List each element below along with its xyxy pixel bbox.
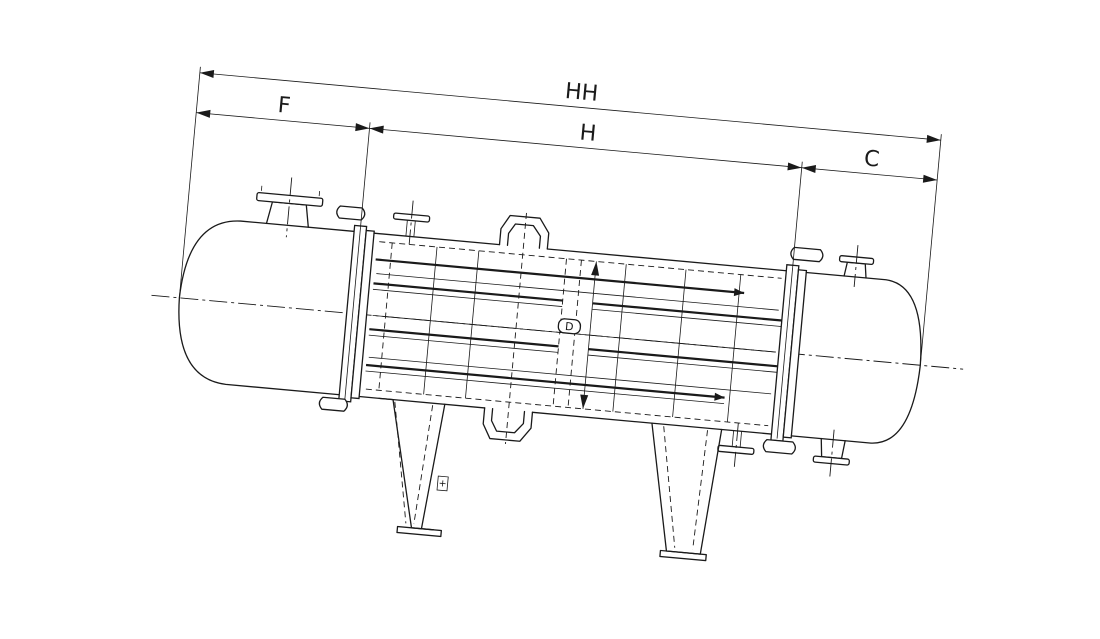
dim-label-d: D xyxy=(565,320,575,334)
diameter-dimension xyxy=(557,261,600,409)
left-saddle xyxy=(378,397,449,538)
tube-bundle xyxy=(365,258,782,405)
left-tubesheet xyxy=(318,205,375,412)
right-saddle xyxy=(651,422,723,562)
left-head xyxy=(178,177,357,396)
dimension-lines xyxy=(178,66,942,366)
right-head xyxy=(790,245,922,478)
drawing-body: HH F H C D xyxy=(151,66,964,562)
dim-label-hh: HH xyxy=(564,79,599,107)
dim-label-h: H xyxy=(579,120,598,146)
right-tubesheet xyxy=(762,246,824,455)
shell-nozzles xyxy=(392,200,755,467)
dim-label-f: F xyxy=(277,93,292,119)
dim-label-c: C xyxy=(863,146,881,172)
